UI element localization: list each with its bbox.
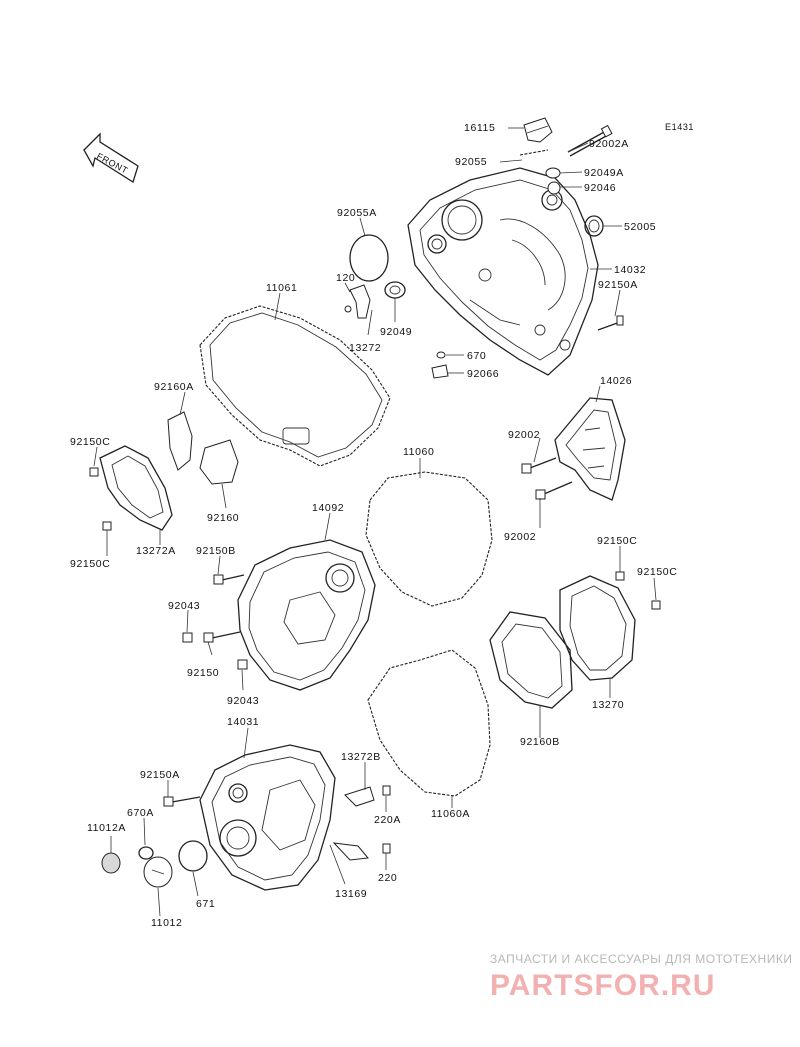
part-label: 16115 bbox=[464, 122, 495, 134]
o-ring-671 bbox=[178, 840, 208, 872]
oil-seal-92049 bbox=[384, 281, 406, 299]
part-label: 11012A bbox=[87, 822, 126, 834]
front-arrow-icon: FRONT bbox=[83, 132, 139, 184]
part-label: 92150C bbox=[637, 566, 677, 578]
part-label: 92150A bbox=[140, 769, 180, 781]
plug-92066 bbox=[431, 364, 449, 379]
dowel-92043-upper bbox=[182, 632, 193, 643]
part-label: 92049A bbox=[584, 167, 624, 179]
bolt-92150c-right-b bbox=[651, 600, 661, 610]
bolt-92150 bbox=[203, 631, 241, 643]
clamp-13169 bbox=[332, 842, 369, 861]
bolt-92150c-left-b bbox=[102, 521, 112, 531]
part-label: 92049 bbox=[380, 326, 412, 338]
bolt-92002a bbox=[567, 124, 613, 157]
part-label: 11012 bbox=[151, 917, 182, 929]
bolt-92002-lower bbox=[535, 481, 573, 500]
bolt-92150c-right-a bbox=[615, 571, 625, 581]
part-label: 120 bbox=[336, 272, 355, 284]
watermark-brand: PARTSFOR.RU bbox=[490, 969, 715, 1002]
bracket-13272 bbox=[344, 284, 371, 319]
washer-92049a bbox=[545, 167, 561, 179]
part-label: 92043 bbox=[227, 695, 259, 707]
cover-13272a bbox=[99, 445, 173, 531]
part-label: 671 bbox=[196, 898, 215, 910]
part-label: 14092 bbox=[312, 502, 344, 514]
cap-11012a bbox=[101, 852, 121, 874]
part-label: 92002A bbox=[589, 138, 629, 150]
part-label: 13169 bbox=[335, 888, 367, 900]
screw-220 bbox=[382, 843, 391, 854]
gasket-11060 bbox=[365, 471, 493, 607]
part-label: 11060 bbox=[403, 446, 434, 458]
bolt-92002-upper bbox=[521, 457, 557, 474]
dowel-92043-lower bbox=[237, 659, 248, 670]
plate-13270 bbox=[559, 575, 636, 681]
part-label: 220A bbox=[374, 814, 401, 826]
bolt-92150a-upper bbox=[597, 315, 624, 331]
part-label: 52005 bbox=[624, 221, 656, 233]
part-label: 92150C bbox=[70, 558, 110, 570]
part-labels: 16115 92002A 92055 92049A 92046 52005 92… bbox=[70, 122, 677, 929]
gasket-11061 bbox=[199, 305, 391, 467]
plate-92160b bbox=[489, 611, 573, 709]
part-label: 13272A bbox=[136, 545, 176, 557]
cap-11012 bbox=[143, 856, 173, 888]
bolt-92150c-left-a bbox=[89, 467, 99, 477]
part-label: 670 bbox=[467, 350, 486, 362]
oil-seal-52005 bbox=[584, 215, 604, 237]
part-label: 13272B bbox=[341, 751, 381, 763]
leader-lines bbox=[93, 127, 657, 917]
part-label: 14031 bbox=[227, 716, 259, 728]
screw-220a bbox=[382, 785, 391, 796]
plug-92046 bbox=[547, 181, 561, 195]
part-label: 92002 bbox=[508, 429, 540, 441]
part-label: 92150C bbox=[70, 436, 110, 448]
magneto-cover-14031 bbox=[199, 744, 336, 891]
part-label: 92043 bbox=[168, 600, 200, 612]
part-label: 92066 bbox=[467, 368, 499, 380]
part-label: 92055A bbox=[337, 207, 377, 219]
part-label: 220 bbox=[378, 872, 397, 884]
part-label: 92160A bbox=[154, 381, 194, 393]
o-ring-670a bbox=[138, 846, 154, 860]
part-label: 92002 bbox=[504, 531, 536, 543]
front-label: FRONT bbox=[95, 151, 130, 176]
part-label: 92046 bbox=[584, 182, 616, 194]
part-label: 92150C bbox=[597, 535, 637, 547]
bolt-92150b bbox=[213, 574, 245, 585]
part-label: 92150B bbox=[196, 545, 236, 557]
part-label: 670A bbox=[127, 807, 154, 819]
part-label: 92150A bbox=[598, 279, 638, 291]
part-label: 14032 bbox=[614, 264, 646, 276]
part-label: 92160B bbox=[520, 736, 560, 748]
o-ring-92055a bbox=[349, 234, 389, 282]
o-ring-670 bbox=[436, 351, 446, 359]
part-label: 11061 bbox=[266, 282, 297, 294]
part-label: 92160 bbox=[207, 512, 239, 524]
plate-92160 bbox=[199, 439, 239, 485]
diagram-code: E1431 bbox=[665, 122, 694, 132]
part-label: 14026 bbox=[600, 375, 632, 387]
bolt-92150a-lower bbox=[163, 796, 201, 807]
watermark-tagline: ЗАПЧАСТИ И АКСЕССУАРЫ ДЛЯ МОТОТЕХНИКИ bbox=[490, 952, 792, 966]
gasket-11060a bbox=[367, 649, 491, 797]
oil-filler-cap-16115 bbox=[519, 117, 553, 156]
clutch-cover-14032 bbox=[407, 167, 599, 376]
sprocket-guard-14026 bbox=[554, 397, 626, 501]
watermark: ЗАПЧАСТИ И АКСЕССУАРЫ ДЛЯ МОТОТЕХНИКИ PA… bbox=[490, 952, 792, 1002]
bracket-13272b bbox=[344, 786, 375, 807]
part-label: 13272 bbox=[349, 342, 381, 354]
part-label: 92055 bbox=[455, 156, 487, 168]
part-label: 92150 bbox=[187, 667, 219, 679]
part-label: 11060A bbox=[431, 808, 470, 820]
housing-14092 bbox=[237, 539, 376, 691]
plate-92160a bbox=[167, 411, 193, 471]
part-label: 13270 bbox=[592, 699, 624, 711]
